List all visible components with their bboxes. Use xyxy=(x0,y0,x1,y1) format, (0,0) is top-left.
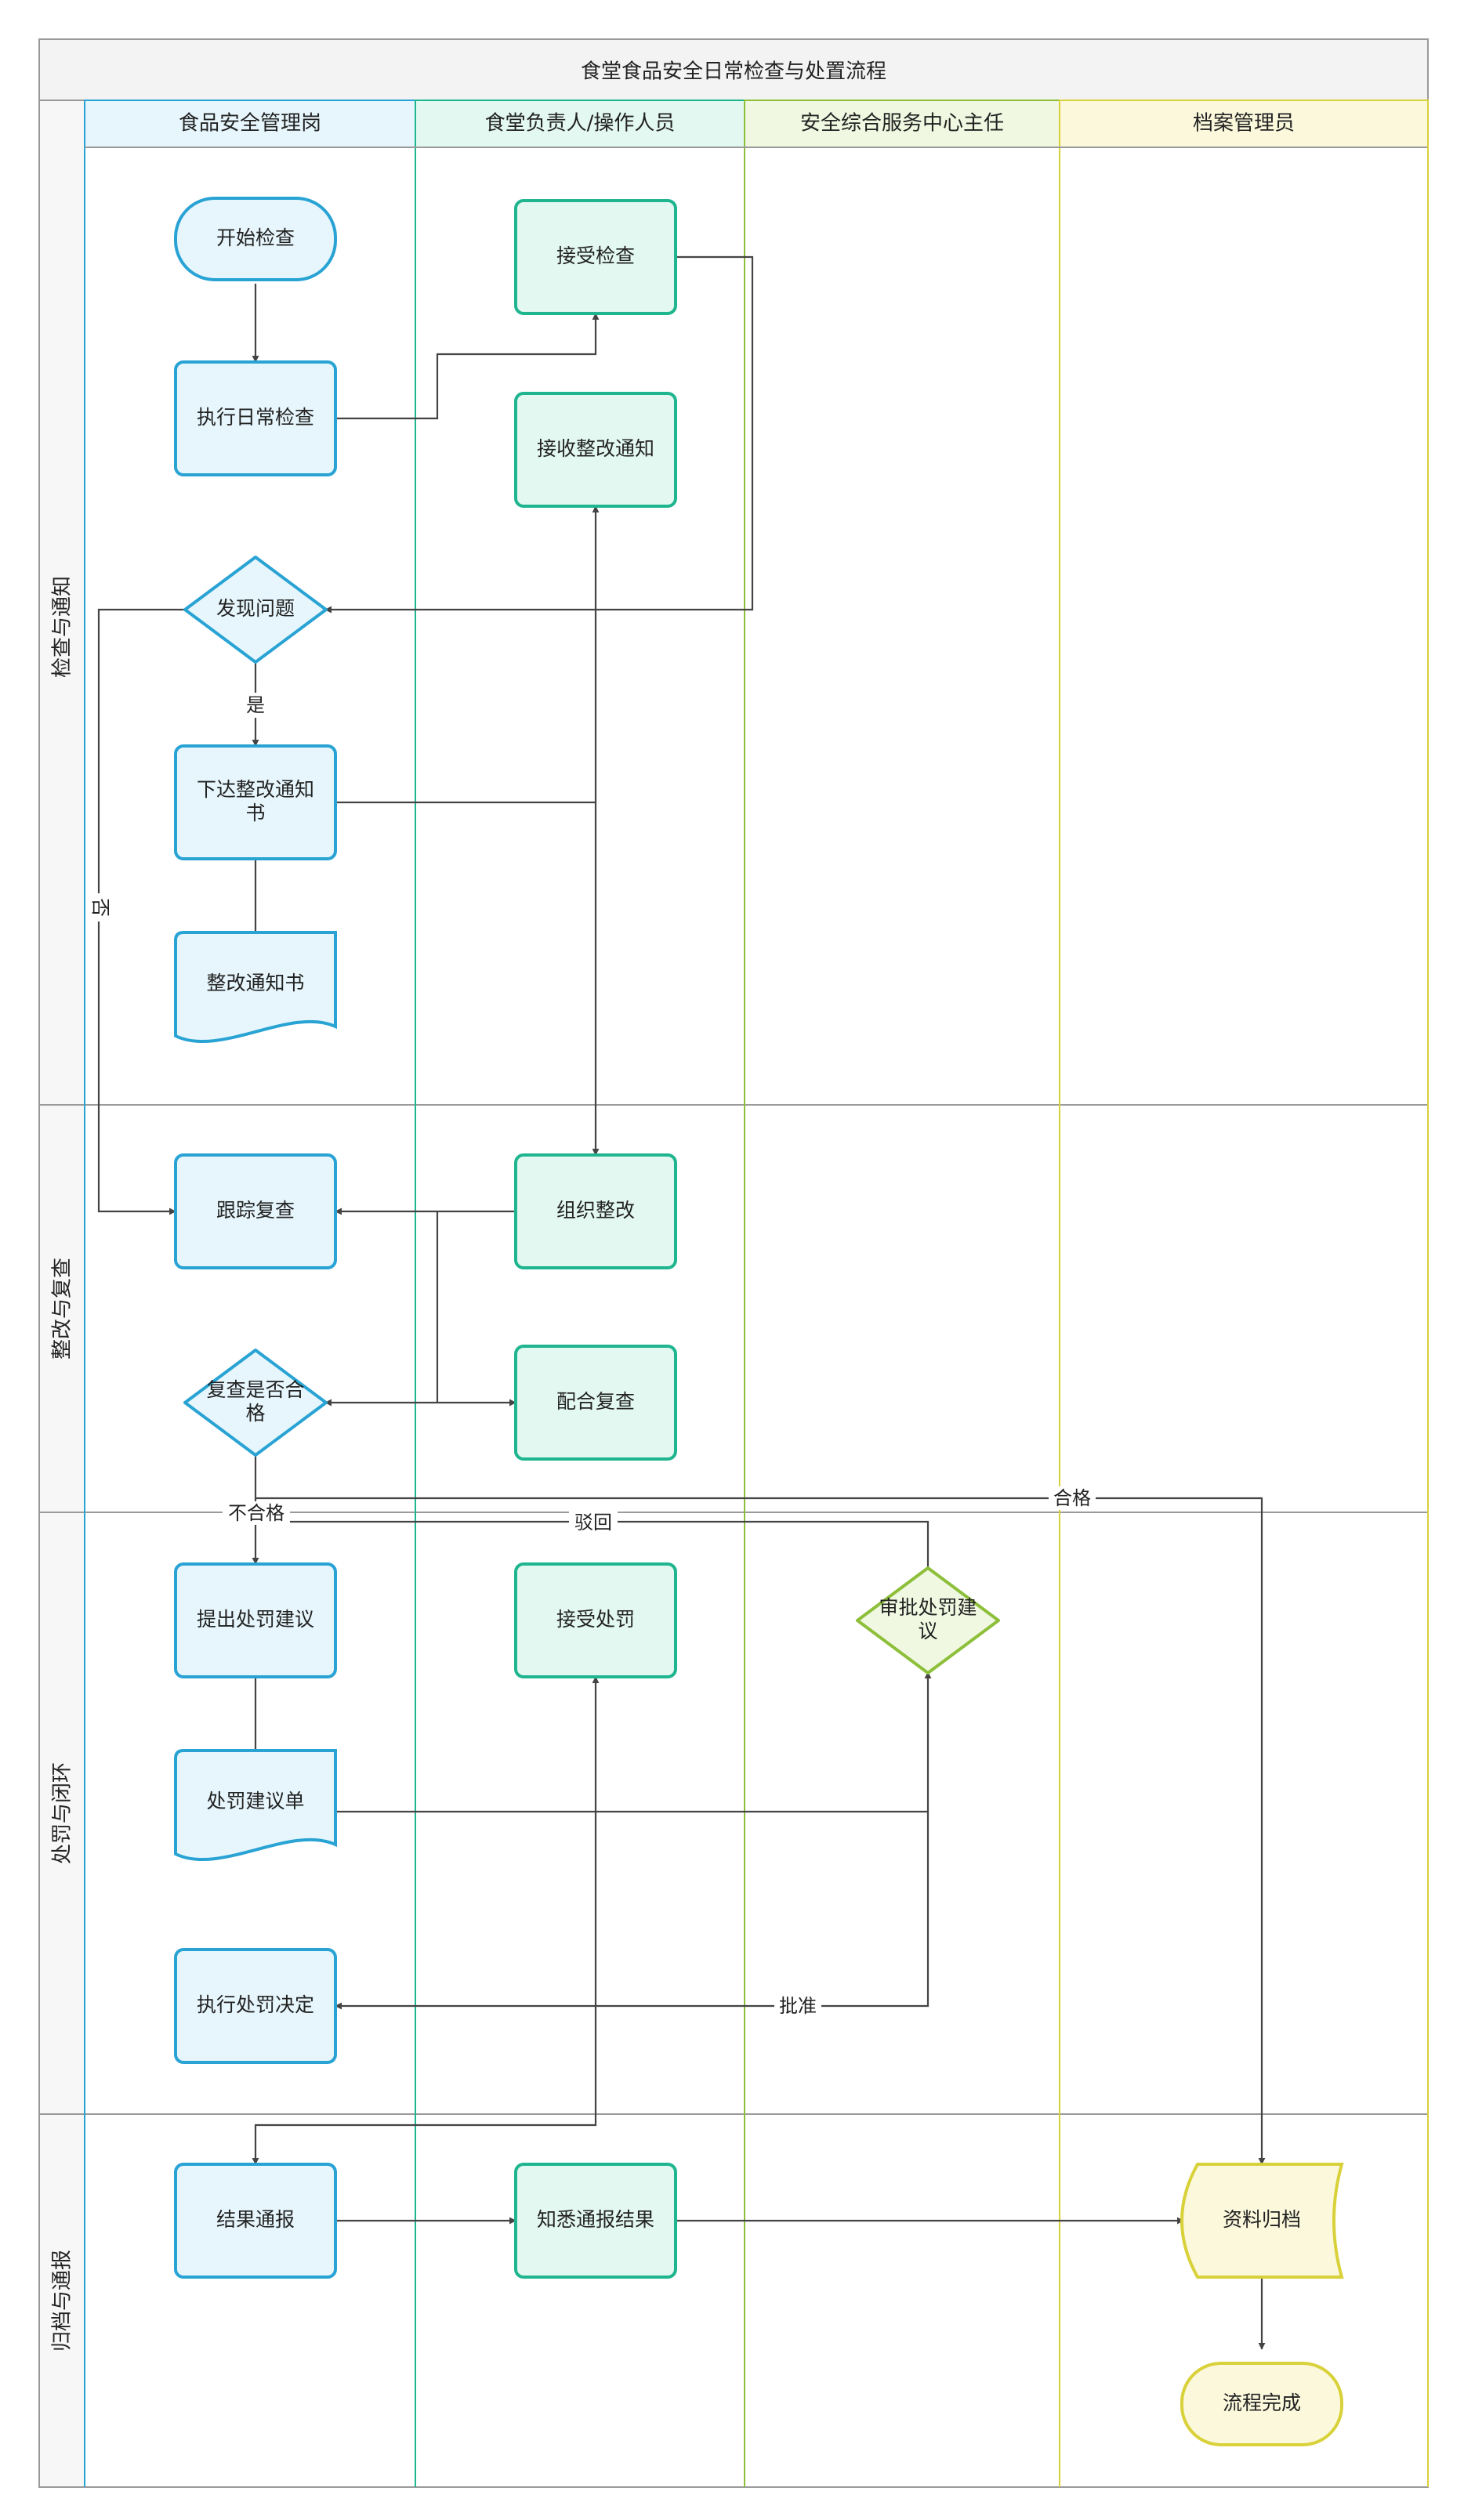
document-shape xyxy=(174,931,337,1044)
node-label: 发现问题 xyxy=(216,597,295,620)
node-label: 复查是否合 xyxy=(206,1378,304,1401)
phase-label-penalty: 处罚与闭环 xyxy=(51,1762,74,1864)
node-label: 资料归档 xyxy=(1223,2208,1301,2231)
lane-header-2 xyxy=(744,100,1060,148)
node-label: 整改通知书 xyxy=(206,972,304,994)
process-box xyxy=(514,392,677,508)
edge-label-approve: 批准 xyxy=(779,1995,817,2017)
node-propose: 提出处罚建议 xyxy=(174,1562,337,1678)
node-label: 结果通报 xyxy=(216,2208,295,2231)
node-label: 执行处罚决定 xyxy=(197,1993,314,2016)
edge-qualified-archive xyxy=(255,1497,1266,2165)
process-box xyxy=(174,1562,337,1678)
process-box xyxy=(174,360,337,476)
node-cooperate: 配合复查 xyxy=(514,1345,677,1461)
node-know: 知悉通报结果 xyxy=(514,2163,677,2279)
node-label: 开始检查 xyxy=(216,226,295,249)
node-label: 知悉通报结果 xyxy=(537,2208,654,2231)
storage-shape xyxy=(1180,2163,1344,2279)
node-label: 接受检查 xyxy=(556,244,635,267)
decision-diamond xyxy=(856,1566,1000,1675)
terminal-box xyxy=(174,197,337,281)
terminal-box xyxy=(1180,2362,1343,2446)
node-label: 组织整改 xyxy=(556,1199,635,1222)
phase-label-inspect: 检查与通知 xyxy=(51,576,74,678)
node-found: 发现问题 xyxy=(183,556,328,664)
node-acceptpen: 接受处罚 xyxy=(514,1562,677,1678)
process-box xyxy=(514,1153,677,1269)
diagram-title: 食堂食品安全日常检查与处置流程 xyxy=(581,60,886,84)
node-label: 审批处罚建 xyxy=(879,1596,977,1619)
node-label: 接受处罚 xyxy=(556,1608,635,1631)
title-bar xyxy=(38,38,1429,101)
edge-label-pass: 合格 xyxy=(1053,1487,1091,1509)
node-label: 配合复查 xyxy=(556,1390,635,1413)
edge-label-yes: 是 xyxy=(246,694,265,716)
edge-labels: 是 否 不合格 合格 驳回 批准 xyxy=(88,693,1096,2018)
node-label: 书 xyxy=(245,802,265,824)
node-label: 议 xyxy=(918,1620,937,1642)
edge-label-fail: 不合格 xyxy=(228,1502,284,1524)
decision-diamond xyxy=(183,1349,328,1457)
node-exec: 执行日常检查 xyxy=(174,360,337,476)
lane-header-0 xyxy=(84,100,416,148)
node-archive: 资料归档 xyxy=(1180,2163,1344,2279)
node-label: 接收整改通知 xyxy=(537,437,654,460)
edge-approve-reject xyxy=(255,1520,929,1567)
lane-label-0: 食品安全管理岗 xyxy=(179,112,321,136)
node-label: 执行日常检查 xyxy=(197,406,314,429)
process-box xyxy=(174,1948,337,2064)
node-organize: 组织整改 xyxy=(514,1153,677,1269)
edge-approve-execpen xyxy=(335,1812,929,2010)
node-label: 处罚建议单 xyxy=(206,1790,304,1812)
node-recvnotice: 接收整改通知 xyxy=(514,392,677,508)
process-box xyxy=(174,2163,337,2279)
node-label: 格 xyxy=(245,1402,265,1425)
phase-label-archive: 归档与通报 xyxy=(51,2250,74,2352)
node-done: 流程完成 xyxy=(1180,2362,1343,2446)
phase-column: 检查与通知 整改与复查 处罚与闭环 归档与通报 xyxy=(38,100,1428,2488)
process-box xyxy=(514,1345,677,1461)
edge-label-no: 否 xyxy=(89,898,111,917)
document-shape xyxy=(174,1749,337,1862)
phase-label-rectify: 整改与复查 xyxy=(51,1258,74,1360)
decision-diamond xyxy=(183,556,328,664)
process-box xyxy=(174,744,337,860)
process-box xyxy=(174,1153,337,1269)
node-label: 提出处罚建议 xyxy=(197,1608,314,1631)
node-label: 下达整改通知 xyxy=(197,778,314,801)
process-box xyxy=(514,199,677,315)
edge-acceptpen-report xyxy=(252,2006,597,2165)
node-accept: 接受检查 xyxy=(514,199,677,315)
process-box xyxy=(514,2163,677,2279)
node-start: 开始检查 xyxy=(174,197,337,281)
node-execpen: 执行处罚决定 xyxy=(174,1948,337,2064)
node-label: 跟踪复查 xyxy=(216,1199,295,1222)
process-box xyxy=(514,1562,677,1678)
lane-label-2: 安全综合服务中心主任 xyxy=(800,112,1004,136)
node-label: 流程完成 xyxy=(1223,2391,1301,2414)
edge-label-reject: 驳回 xyxy=(574,1512,612,1533)
edge-exec-accept xyxy=(335,313,600,420)
node-pendoc: 处罚建议单 xyxy=(174,1749,337,1862)
node-notedoc: 整改通知书 xyxy=(174,931,337,1044)
lane-label-3: 档案管理员 xyxy=(1193,112,1295,136)
edge-accept-found xyxy=(324,255,754,614)
swimlanes: 食品安全管理岗 食堂负责人/操作人员 安全综合服务中心主任 档案管理员 xyxy=(84,100,1429,2487)
connectors xyxy=(97,255,1266,2350)
node-report: 结果通报 xyxy=(174,2163,337,2279)
lane-header-1 xyxy=(415,100,745,148)
node-track: 跟踪复查 xyxy=(174,1153,337,1269)
lane-label-1: 食堂负责人/操作人员 xyxy=(485,112,676,136)
